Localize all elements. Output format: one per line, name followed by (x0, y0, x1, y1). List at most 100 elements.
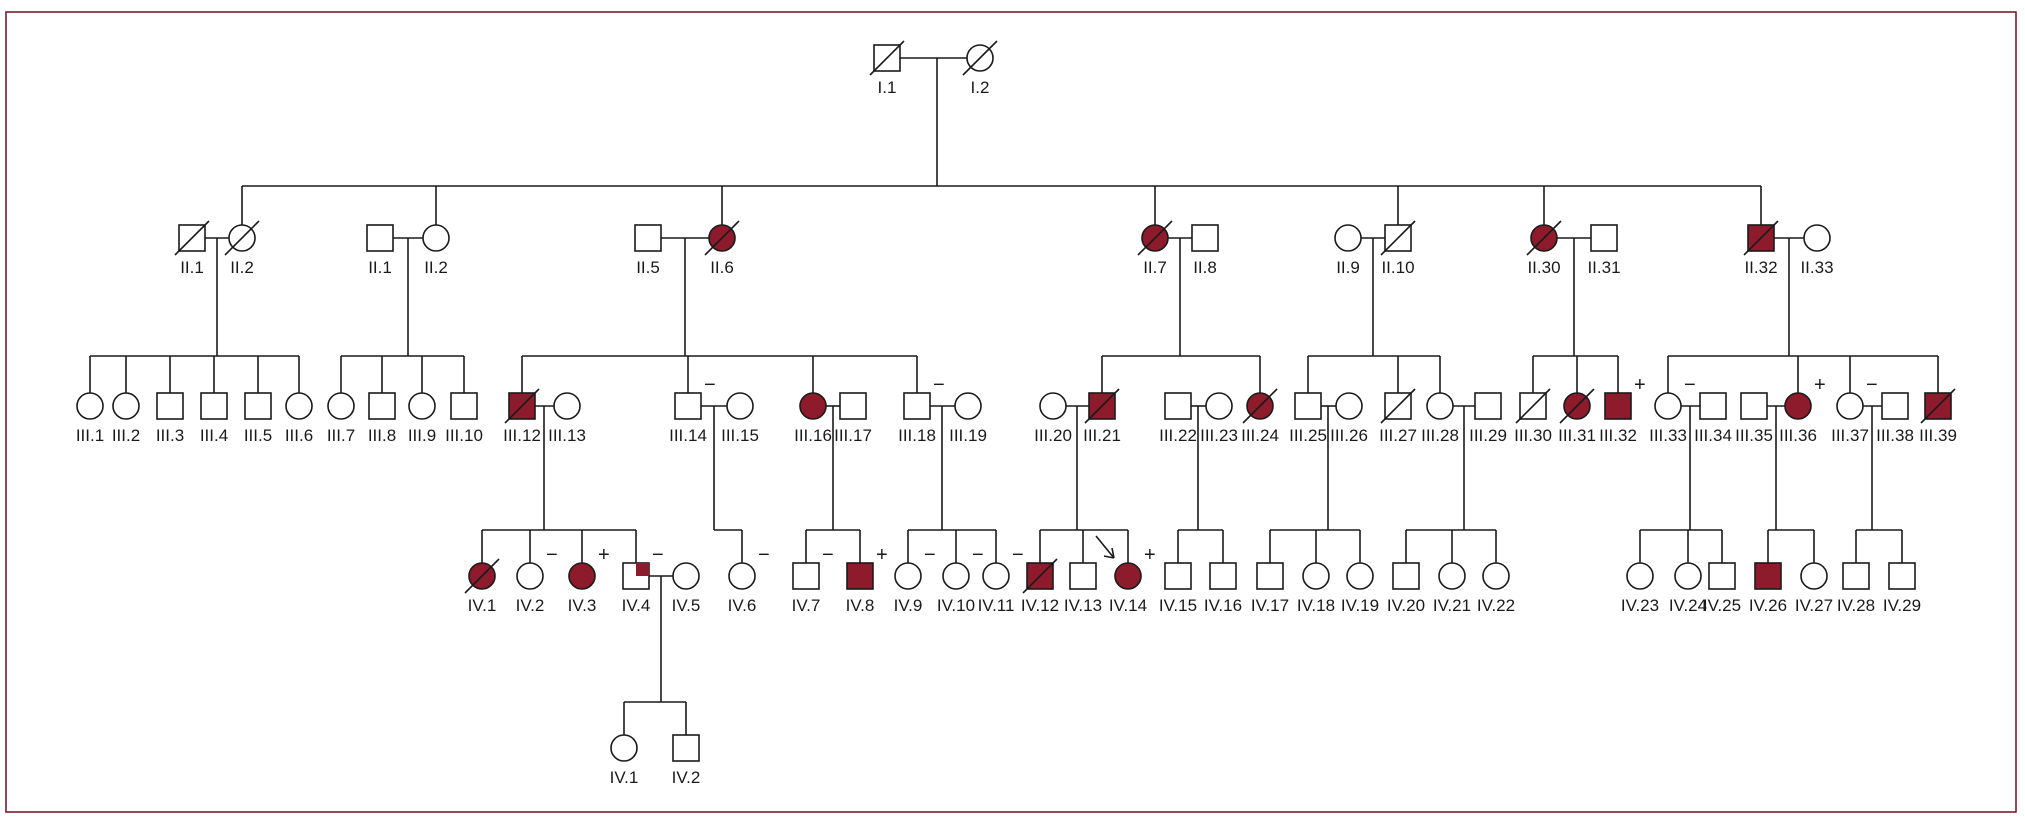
individual-label: IV.3 (568, 596, 597, 615)
individual-label: II.8 (1193, 258, 1217, 277)
individual-g4_24: IV.24 (1669, 562, 1707, 615)
genetic-test-result: − (758, 544, 770, 566)
individual-g3_14: −III.14 (669, 374, 716, 445)
individual-label: IV.12 (1021, 596, 1059, 615)
female-circle-symbol (568, 562, 596, 590)
individual-g4_18: IV.18 (1297, 562, 1335, 615)
individual-g4_3: +IV.3 (568, 544, 610, 615)
individual-g3_39: III.39 (1919, 388, 1957, 445)
individual-label: II.6 (710, 258, 734, 277)
individual-g3_22: III.22 (1159, 392, 1197, 445)
individual-g3_12: III.12 (503, 388, 541, 445)
individual-g2b: II.2 (224, 220, 260, 277)
individual-g3_33: −III.33 (1649, 374, 1696, 445)
male-square-symbol (1209, 562, 1237, 590)
individual-g4_20: IV.20 (1387, 562, 1425, 615)
genetic-test-result: + (1144, 544, 1156, 566)
deceased-slash (1526, 220, 1562, 256)
deceased-slash (1743, 220, 1779, 256)
individual-g4_15: IV.15 (1159, 562, 1197, 615)
deceased-slash (1022, 558, 1058, 594)
individual-label: IV.29 (1883, 596, 1921, 615)
deceased-slash (1559, 388, 1595, 424)
individual-label: IV.11 (978, 596, 1015, 615)
individual-label: III.32 (1599, 426, 1637, 445)
female-circle-symbol (1039, 392, 1067, 420)
female-circle-symbol (799, 392, 827, 420)
deceased-slash (962, 40, 998, 76)
proband-arrow (1095, 535, 1115, 559)
individual-g3_31: III.31 (1558, 388, 1596, 445)
female-circle-symbol (610, 734, 638, 762)
individual-g3_16: III.16 (794, 392, 832, 445)
male-square-symbol (674, 392, 702, 420)
individual-label: IV.7 (792, 596, 821, 615)
individual-label: II.5 (636, 258, 660, 277)
individual-g5_1: IV.1 (610, 734, 638, 787)
individual-g2e: II.5 (634, 224, 662, 277)
deceased-slash (1380, 388, 1416, 424)
individual-g4_23: IV.23 (1621, 562, 1659, 615)
individual-label: II.10 (1381, 258, 1414, 277)
individual-label: III.4 (200, 426, 228, 445)
female-circle-symbol (1482, 562, 1510, 590)
individual-label: III.23 (1200, 426, 1238, 445)
male-square-symbol (1699, 392, 1727, 420)
male-square-symbol (1474, 392, 1502, 420)
individual-label: IV.22 (1477, 596, 1515, 615)
individual-label: IV.28 (1837, 596, 1875, 615)
individual-g4_4: −IV.4 (622, 544, 664, 615)
male-square-symbol (792, 562, 820, 590)
individual-label: II.9 (1336, 258, 1360, 277)
male-square-symbol (368, 392, 396, 420)
individual-label: III.26 (1330, 426, 1368, 445)
individual-label: III.34 (1694, 426, 1732, 445)
male-square-symbol (1191, 224, 1219, 252)
individual-label: IV.5 (672, 596, 701, 615)
individual-g3_37: − III.37 (1831, 374, 1878, 445)
individual-label: IV.27 (1795, 596, 1833, 615)
individual-g2i: II.9 (1334, 224, 1362, 277)
genetic-test-result: − (704, 374, 716, 396)
individual-g4_28: IV.28 (1837, 562, 1875, 615)
individual-label: III.18 (898, 426, 936, 445)
individual-g3_13: III.13 (548, 392, 586, 445)
genetic-test-result: − (822, 544, 834, 566)
female-circle-symbol (1302, 562, 1330, 590)
female-circle-symbol (894, 562, 922, 590)
individual-label: III.22 (1159, 426, 1197, 445)
individual-g3_36: +III.36 (1779, 374, 1826, 445)
genetic-test-result: − (1866, 374, 1878, 396)
individual-g2f: II.6 (704, 220, 740, 277)
individual-g4_16: IV.16 (1204, 562, 1242, 615)
individual-g3_23: III.23 (1200, 392, 1238, 445)
individual-g4_17: IV.17 (1251, 562, 1289, 615)
individual-label: III.7 (327, 426, 355, 445)
deceased-slash (174, 220, 210, 256)
individual-label: III.31 (1558, 426, 1596, 445)
individual-label: III.29 (1469, 426, 1507, 445)
genetic-test-result: + (1814, 374, 1826, 396)
individual-g3_5: III.5 (244, 392, 272, 445)
individual-g4_22: IV.22 (1477, 562, 1515, 615)
female-circle-symbol (942, 562, 970, 590)
individual-g3_18: −III.18 (898, 374, 945, 445)
female-circle-symbol (1654, 392, 1682, 420)
genetic-test-result: − (652, 544, 664, 566)
genetic-test-result: − (546, 544, 558, 566)
male-square-symbol (366, 224, 394, 252)
individual-g3_7: III.7 (327, 392, 355, 445)
individual-g3_1: III.1 (76, 392, 104, 445)
individual-g2n: II.33 (1800, 224, 1834, 277)
individual-g3_35: III.35 (1735, 392, 1773, 445)
female-circle-symbol (408, 392, 436, 420)
individual-label: IV.6 (728, 596, 757, 615)
male-square-symbol (1069, 562, 1097, 590)
individual-label: III.37 (1831, 426, 1869, 445)
individual-g3_28: III.28 (1421, 392, 1459, 445)
individual-g4_8: +IV.8 (846, 544, 888, 615)
female-circle-symbol (1803, 224, 1831, 252)
male-square-symbol (1590, 224, 1618, 252)
individual-g3_2: III.2 (112, 392, 140, 445)
